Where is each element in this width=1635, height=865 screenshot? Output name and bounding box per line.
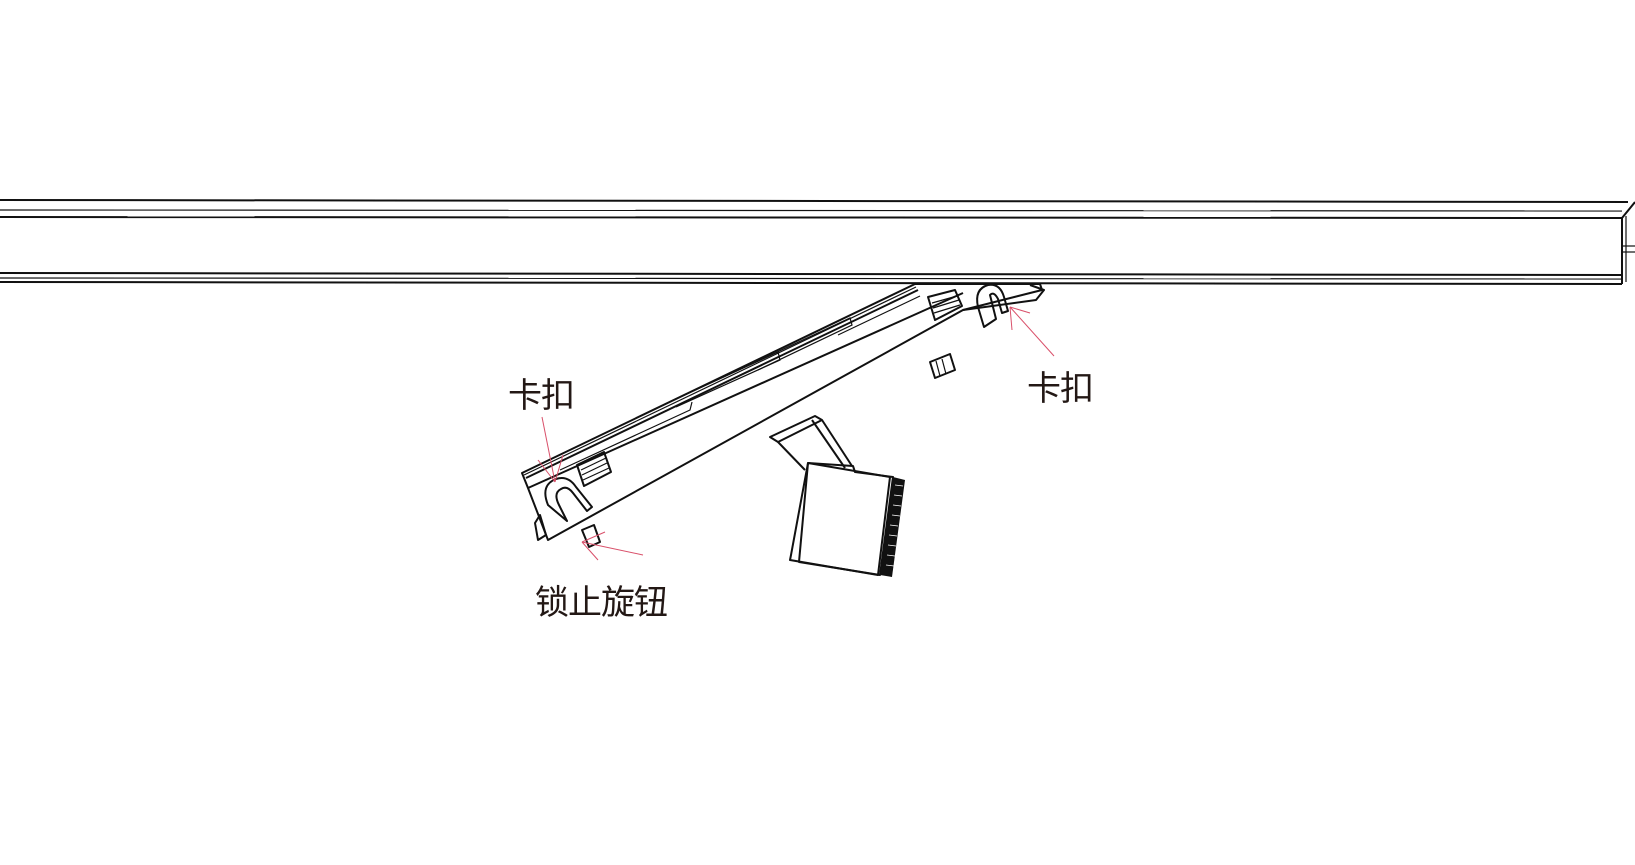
leader-lock-knob [581,531,644,561]
track-rail [0,199,1635,285]
lamp-head [769,415,905,577]
leader-clip-left [537,416,564,483]
end-tab [534,514,547,541]
clip-right-part [976,283,1009,328]
label-clip-right: 卡扣 [1027,369,1094,409]
label-lock-knob: 锁止旋钮 [535,583,668,623]
lock-knob-part [581,524,601,548]
vent-left [576,451,612,487]
clip-left-part [544,477,593,522]
leader-clip-right [1009,306,1055,357]
track-adapter [521,283,1045,548]
vent-right [927,289,963,321]
label-clip-left: 卡扣 [508,376,575,416]
